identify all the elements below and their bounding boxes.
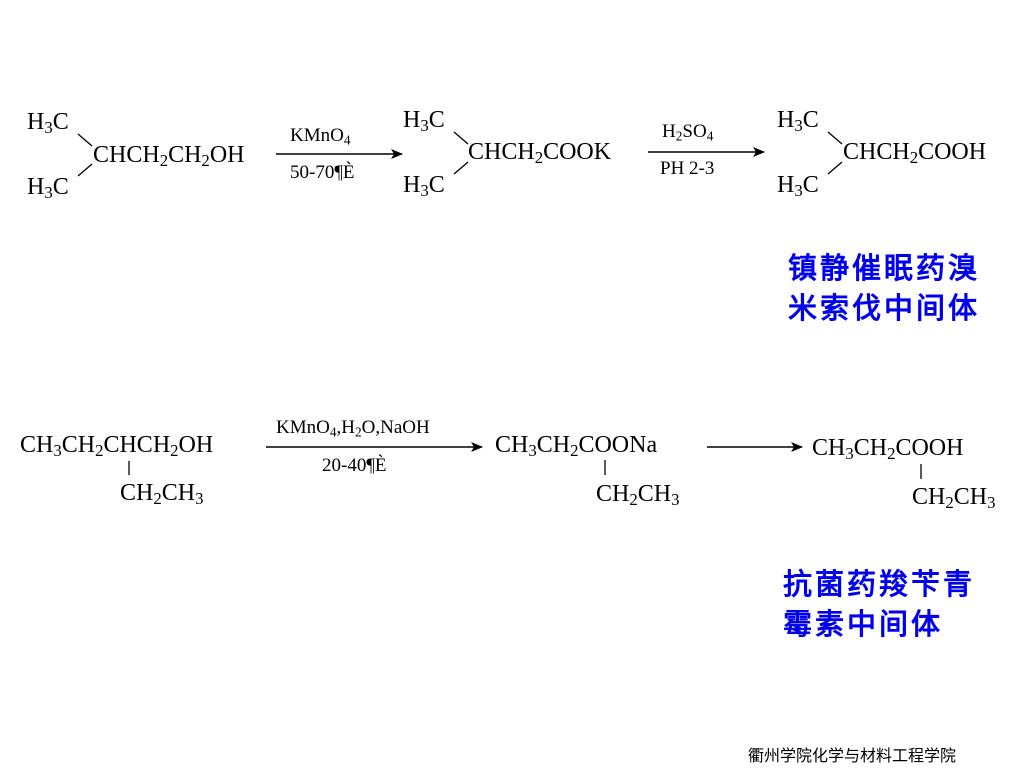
bond-prod-top <box>827 131 843 145</box>
r2-note-line1: 抗菌药羧苄青 <box>783 567 976 601</box>
r2-arrow1-condition: 20-40¶È <box>322 455 387 476</box>
r1-note-line1: 镇静催眠药溴 <box>788 251 981 285</box>
r1-arrow1-reagent: KMnO4 <box>290 125 351 148</box>
bond-int-top <box>453 131 469 145</box>
bond-prod-bottom <box>827 161 843 175</box>
r2-arrow1-reagent: KMnO4,H2O,NaOH <box>276 417 430 440</box>
footer-institution: 衢州学院化学与材料工程学院 <box>748 746 957 765</box>
r2-int-main-chain: CH3CH2COONa <box>495 432 658 461</box>
r1-prod-bottom-group: H3C <box>777 172 819 201</box>
r1-note: 镇静催眠药溴 米索伐中间体 <box>788 248 980 328</box>
r2-prod-main-chain: CH3CH2COOH <box>812 435 964 464</box>
r2-note: 抗菌药羧苄青 霉素中间体 <box>783 564 975 644</box>
bond-sm-top <box>77 133 93 147</box>
r1-sm-top-group: H3C <box>27 109 69 138</box>
r1-note-line2: 米索伐中间体 <box>788 291 981 325</box>
r1-arrow2-condition: PH 2-3 <box>660 158 715 179</box>
r2-sm-branch: CH2CH3 <box>120 480 204 509</box>
r1-arrow2-reagent: H2SO4 <box>662 121 714 144</box>
bond-sm-bottom <box>77 163 93 177</box>
r2-sm-main-chain: CH3CH2CHCH2OH <box>20 432 214 461</box>
r1-arrow1-condition: 50-70¶È <box>290 162 355 183</box>
r2-note-line2: 霉素中间体 <box>783 607 944 641</box>
r1-int-main-chain: CHCH2COOK <box>468 139 612 168</box>
r2-int-branch: CH2CH3 <box>596 481 680 510</box>
r1-int-top-group: H3C <box>403 107 445 136</box>
r1-sm-bottom-group: H3C <box>27 174 69 203</box>
r2-prod-branch: CH2CH3 <box>912 484 996 513</box>
r1-prod-top-group: H3C <box>777 107 819 136</box>
r1-sm-main-chain: CHCH2CH2OH <box>93 142 245 171</box>
r1-prod-main-chain: CHCH2COOH <box>843 139 987 168</box>
r1-int-bottom-group: H3C <box>403 172 445 201</box>
bond-int-bottom <box>453 161 469 175</box>
